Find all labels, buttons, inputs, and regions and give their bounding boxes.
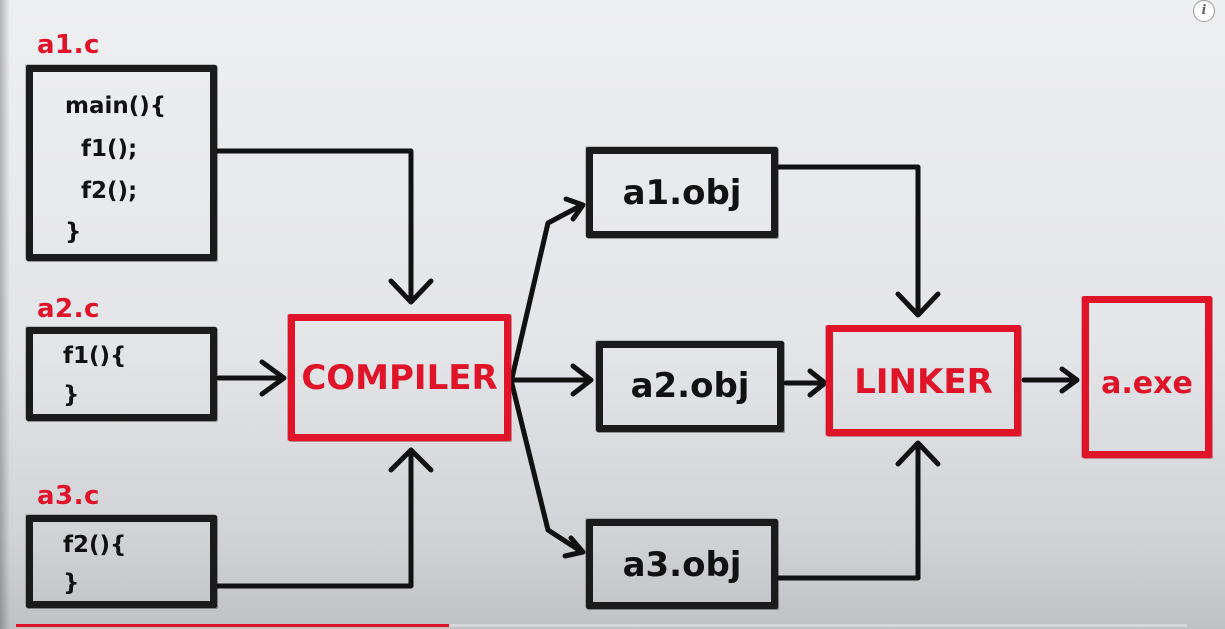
- source-box-a1: main(){ f1(); f2(); }: [26, 65, 217, 261]
- source-filename-a1: a1.c: [37, 30, 100, 60]
- object-box-a1: a1.obj: [586, 147, 778, 238]
- arrow-a3c-to-compiler: [214, 449, 414, 589]
- arrowhead-a2c: [259, 359, 287, 397]
- object-box-a3: a3.obj: [586, 519, 778, 609]
- arrowhead-a3obj-linker: [895, 440, 941, 467]
- arrowhead-a1obj: [563, 196, 586, 222]
- code-line: f1();: [65, 136, 138, 162]
- object-label-a1: a1.obj: [622, 173, 742, 213]
- source-filename-a3: a3.c: [37, 481, 100, 511]
- code-line: f2();: [65, 178, 138, 204]
- info-icon[interactable]: i: [1193, 0, 1215, 22]
- linker-label: LINKER: [854, 362, 993, 402]
- compiler-box: COMPILER: [288, 314, 511, 441]
- executable-label: a.exe: [1101, 366, 1193, 401]
- object-label-a2: a2.obj: [630, 366, 750, 406]
- object-label-a3: a3.obj: [622, 545, 742, 585]
- arrow-a1obj-to-linker: [776, 164, 921, 315]
- code-line: main(){: [65, 93, 167, 119]
- code-line: }: [63, 382, 80, 408]
- arrow-compiler-to-a3obj: [509, 381, 585, 555]
- source-box-a3: f2(){ }: [26, 515, 217, 608]
- arrow-compiler-to-a1obj: [509, 202, 585, 381]
- arrowhead-a1obj-linker: [895, 291, 941, 318]
- arrowhead-a1c: [388, 278, 434, 305]
- executable-box: a.exe: [1082, 296, 1212, 458]
- video-progress-fill: [16, 624, 450, 627]
- arrowhead-a3obj: [562, 535, 586, 559]
- arrow-a3obj-to-linker: [776, 443, 921, 581]
- code-line: }: [63, 570, 80, 596]
- arrowhead-exe: [1059, 366, 1080, 394]
- arrowhead-a3c: [388, 447, 434, 473]
- edge-shadow: [0, 0, 10, 629]
- video-progress-bar[interactable]: [16, 624, 1187, 627]
- compiler-label: COMPILER: [301, 358, 498, 398]
- arrowhead-a2obj-linker: [807, 368, 828, 398]
- linker-box: LINKER: [826, 325, 1021, 436]
- arrow-a1c-to-compiler: [214, 148, 414, 303]
- source-box-a2: f1(){ }: [26, 327, 217, 421]
- arrowhead-a2obj: [570, 363, 594, 397]
- code-line: }: [65, 219, 82, 245]
- object-box-a2: a2.obj: [596, 341, 784, 432]
- code-line: f2(){: [63, 532, 127, 558]
- code-line: f1(){: [63, 343, 127, 369]
- source-filename-a2: a2.c: [37, 294, 100, 324]
